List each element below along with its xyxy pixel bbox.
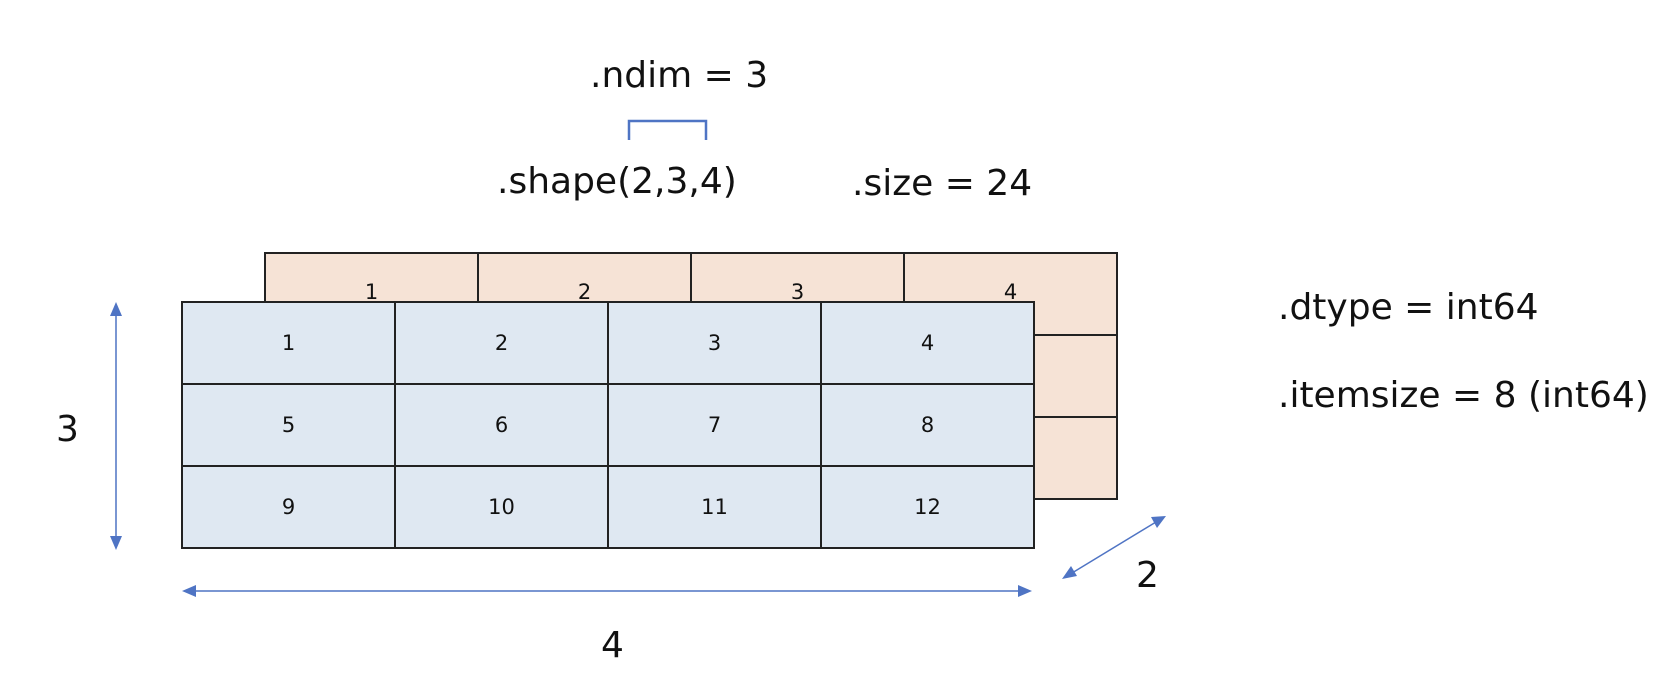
dtype-label: .dtype = int64 — [1278, 287, 1539, 328]
itemsize-label: .itemsize = 8 (int64) — [1278, 375, 1649, 416]
front-cell: 4 — [822, 303, 1035, 385]
front-cell: 1 — [183, 303, 396, 385]
front-cell: 10 — [396, 467, 609, 549]
front-cell: 6 — [396, 385, 609, 467]
shape-label: .shape(2,3,4) — [497, 161, 737, 202]
ndim-label: .ndim = 3 — [590, 55, 769, 96]
front-cell: 8 — [822, 385, 1035, 467]
depth-arrow — [1062, 516, 1166, 579]
depth-dimension-label: 2 — [1136, 555, 1159, 596]
front-cell: 7 — [609, 385, 822, 467]
size-label: .size = 24 — [852, 163, 1033, 204]
rows-arrow — [110, 302, 122, 550]
front-cell: 3 — [609, 303, 822, 385]
ndim-bracket — [627, 119, 708, 140]
front-cell: 2 — [396, 303, 609, 385]
cols-arrow — [182, 585, 1032, 597]
front-cell: 11 — [609, 467, 822, 549]
front-cell: 5 — [183, 385, 396, 467]
front-cell: 12 — [822, 467, 1035, 549]
rows-dimension-label: 3 — [56, 409, 79, 450]
front-cell: 9 — [183, 467, 396, 549]
cols-dimension-label: 4 — [601, 625, 624, 666]
array-front-layer: 1 2 3 4 5 6 7 8 9 10 11 12 — [181, 301, 1035, 549]
